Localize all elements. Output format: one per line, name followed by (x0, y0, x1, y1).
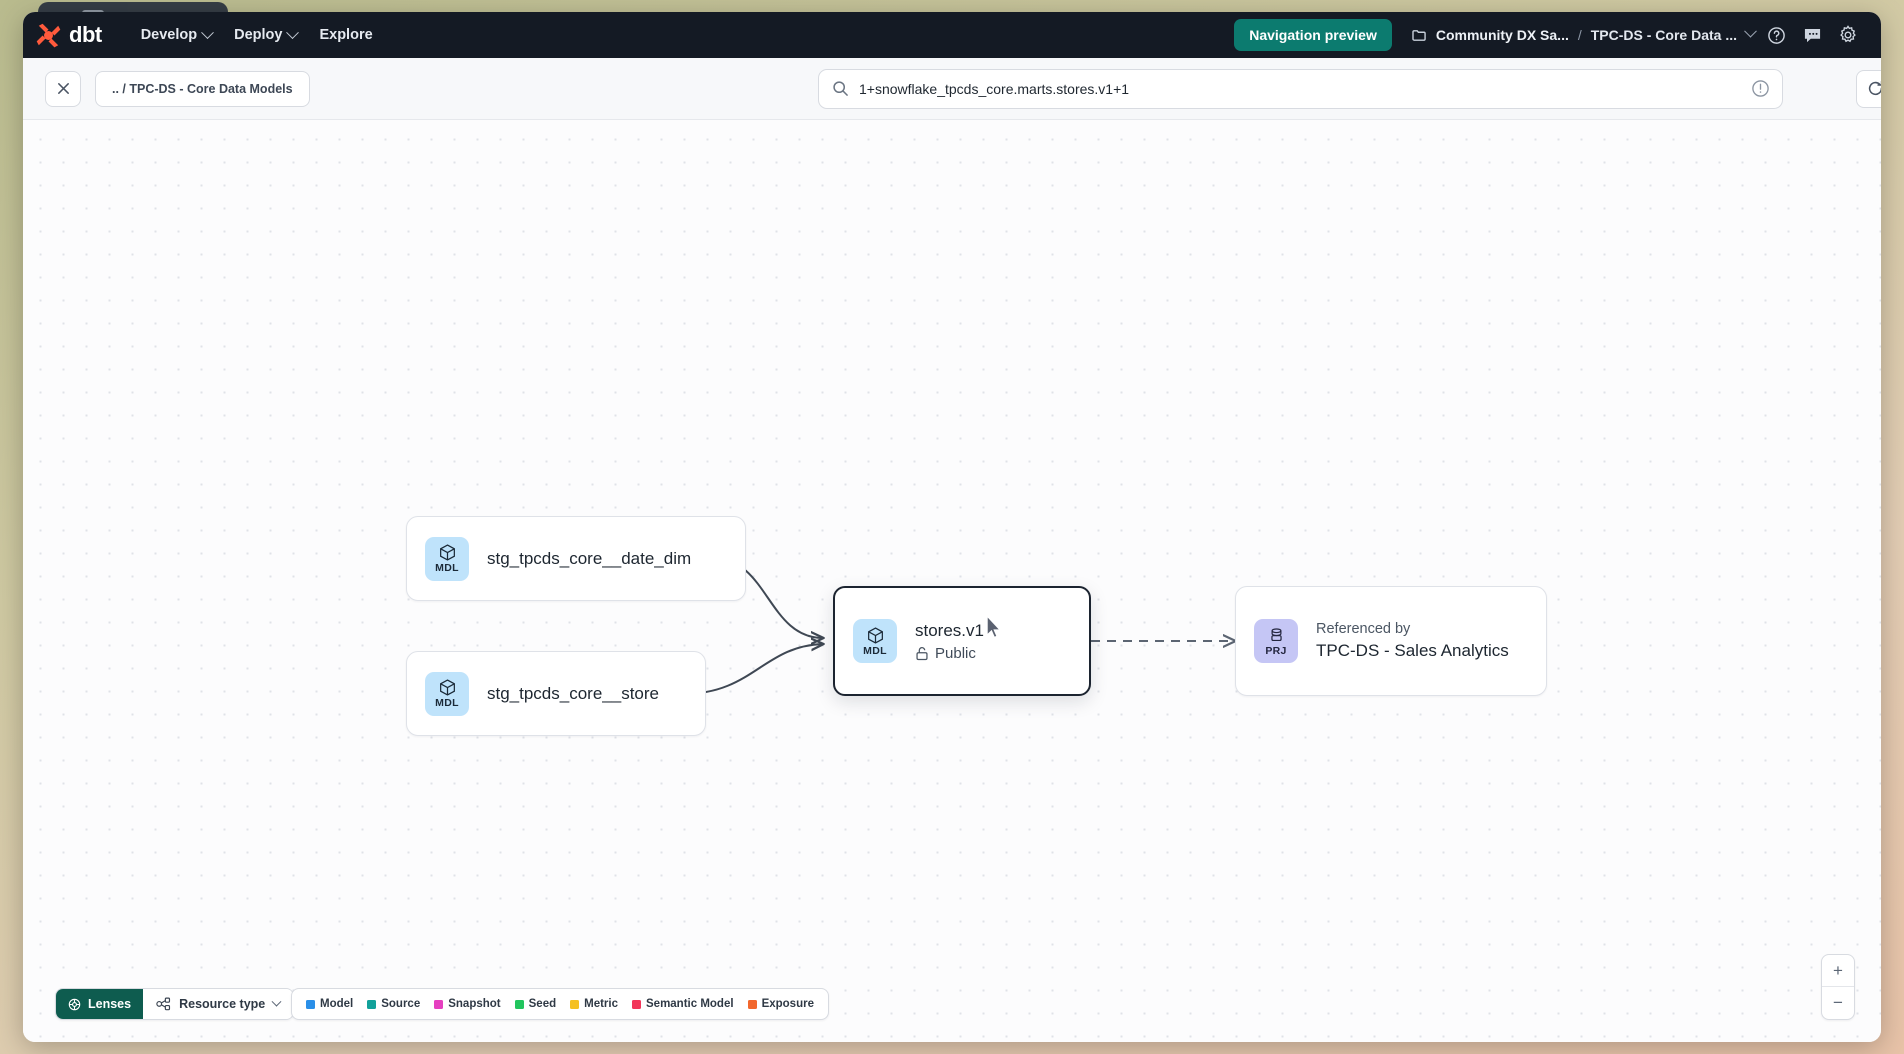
unlock-icon (916, 646, 928, 660)
lineage-node-store[interactable]: MDL stg_tpcds_core__store (406, 651, 706, 736)
breadcrumb-separator: / (1577, 27, 1582, 43)
model-badge-label: MDL (435, 562, 459, 575)
resource-type-filter[interactable]: Resource type (143, 989, 294, 1019)
legend-label: Seed (528, 998, 557, 1010)
legend-label: Metric (584, 998, 618, 1010)
resource-type-label: Resource type (179, 997, 266, 1011)
legend-swatch (632, 999, 641, 1009)
lineage-search-field[interactable] (818, 68, 1783, 109)
dbt-logo[interactable]: dbt (35, 22, 102, 49)
lens-controls: Lenses Resource type (55, 988, 295, 1020)
chevron-down-icon (201, 25, 214, 39)
top-navigation-bar: dbt Develop Deploy Explore Navigation pr… (23, 12, 1881, 58)
info-icon[interactable] (1751, 79, 1770, 98)
browser-window: dbt Develop Deploy Explore Navigation pr… (23, 12, 1881, 1042)
lineage-node-date-dim[interactable]: MDL stg_tpcds_core__date_dim (406, 516, 746, 601)
zoom-controls: + − (1821, 954, 1855, 1020)
nav-item-explore-label: Explore (319, 27, 373, 43)
dbt-mark-icon (36, 23, 61, 47)
chevron-down-icon (286, 25, 300, 39)
lineage-node-text: stores.v1 Public (915, 621, 984, 662)
lineage-node-access-label: Public (935, 644, 976, 662)
search-icon (833, 81, 848, 96)
chevron-down-icon (271, 996, 282, 1007)
project-icon (1270, 628, 1282, 641)
legend-swatch (514, 999, 524, 1009)
legend-label: Exposure (761, 998, 814, 1010)
zoom-out-button[interactable]: − (1833, 993, 1843, 1012)
model-badge-label: MDL (435, 697, 459, 710)
search-input[interactable] (859, 80, 1741, 97)
explore-toolbar: .. / TPC-DS - Core Data Models (23, 58, 1881, 120)
dbt-wordmark: dbt (69, 22, 102, 47)
lineage-node-title: TPC-DS - Sales Analytics (1316, 641, 1509, 660)
nav-item-explore[interactable]: Explore (308, 21, 383, 49)
project-badge: PRJ (1254, 619, 1298, 663)
legend-item-source: Source (367, 998, 420, 1010)
nav-item-deploy-label: Deploy (234, 27, 283, 43)
lenses-label: Lenses (88, 997, 132, 1011)
legend-item-model: Model (306, 998, 353, 1010)
legend-swatch (747, 999, 757, 1009)
legend-swatch (367, 999, 377, 1009)
zoom-in-button[interactable]: + (1822, 955, 1854, 987)
close-icon (57, 83, 69, 94)
close-lineage-button[interactable] (45, 70, 81, 107)
nav-item-develop-label: Develop (140, 27, 198, 43)
settings-icon[interactable] (1833, 20, 1863, 50)
cube-icon (439, 544, 455, 561)
lineage-node-title: stg_tpcds_core__store (487, 683, 659, 703)
lineage-canvas[interactable]: MDL stg_tpcds_core__date_dim MDL stg_tpc… (23, 120, 1881, 1042)
legend-label: Source (381, 998, 421, 1010)
project-path-chip[interactable]: .. / TPC-DS - Core Data Models (95, 70, 310, 107)
lineage-node-kicker: Referenced by (1316, 621, 1411, 637)
navigation-preview-button[interactable]: Navigation preview (1234, 19, 1392, 51)
lineage-node-stores-v1[interactable]: MDL stores.v1 Public (833, 586, 1091, 696)
lineage-node-sales-analytics[interactable]: PRJ Referenced by TPC-DS - Sales Analyti… (1235, 586, 1547, 696)
resource-type-legend: Model Source Snapshot Seed Metric (291, 988, 829, 1020)
refresh-graph-button[interactable] (1856, 69, 1881, 108)
legend-item-seed: Seed (514, 998, 557, 1010)
legend-label: Snapshot (448, 998, 501, 1010)
model-badge: MDL (853, 619, 897, 663)
breadcrumb-account[interactable]: Community DX Sa... (1435, 27, 1569, 43)
legend-item-metric: Metric (570, 998, 618, 1010)
feedback-icon[interactable] (1797, 20, 1827, 50)
lineage-node-title: stg_tpcds_core__date_dim (487, 548, 692, 568)
project-badge-label: PRJ (1265, 644, 1287, 657)
model-badge: MDL (425, 671, 469, 716)
legend-item-exposure: Exposure (747, 998, 814, 1010)
model-badge: MDL (425, 536, 469, 581)
legend-label: Model (320, 998, 354, 1010)
legend-swatch (434, 999, 444, 1009)
help-icon[interactable] (1761, 20, 1791, 50)
cube-icon (439, 679, 455, 696)
cube-icon (867, 627, 883, 644)
legend-swatch (570, 999, 580, 1009)
breadcrumb-project[interactable]: TPC-DS - Core Data ... (1590, 27, 1737, 43)
lineage-node-title: stores.v1 (915, 620, 984, 640)
folder-icon (1412, 29, 1427, 42)
nodes-icon (156, 997, 171, 1011)
chevron-down-icon[interactable] (1744, 24, 1757, 38)
lineage-node-access: Public (915, 645, 984, 662)
legend-item-snapshot: Snapshot (434, 998, 501, 1010)
lineage-edges (682, 557, 1881, 695)
lens-icon (68, 998, 81, 1010)
legend-label: Semantic Model (646, 998, 734, 1010)
breadcrumb: Community DX Sa... / TPC-DS - Core Data … (1412, 24, 1757, 43)
nav-item-deploy[interactable]: Deploy (223, 21, 308, 49)
legend-swatch (306, 999, 315, 1009)
model-badge-label: MDL (863, 644, 887, 657)
legend-item-semantic-model: Semantic Model (632, 998, 734, 1010)
lenses-button[interactable]: Lenses (56, 989, 144, 1019)
nav-item-develop[interactable]: Develop (130, 21, 223, 49)
refresh-icon (1868, 80, 1881, 96)
lineage-node-text: Referenced by TPC-DS - Sales Analytics (1316, 621, 1509, 661)
